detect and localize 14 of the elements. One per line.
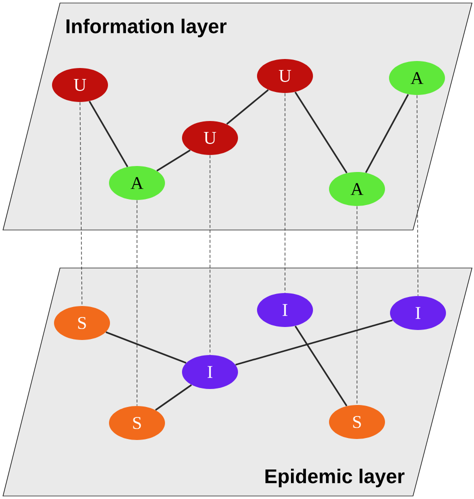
dashed-link: [356, 206, 358, 406]
dashed-link: [284, 92, 286, 294]
link-line: [226, 89, 269, 125]
link-line: [294, 92, 348, 174]
link-line: [294, 326, 348, 406]
dashed-link: [80, 102, 82, 306]
link-line: [155, 384, 192, 411]
link-line: [235, 319, 393, 366]
link-line: [88, 100, 128, 168]
link-line: [156, 150, 191, 172]
dashed-link: [416, 94, 418, 296]
dashed-link: [136, 200, 138, 406]
link-line: [106, 331, 186, 364]
link-line: [365, 94, 409, 174]
